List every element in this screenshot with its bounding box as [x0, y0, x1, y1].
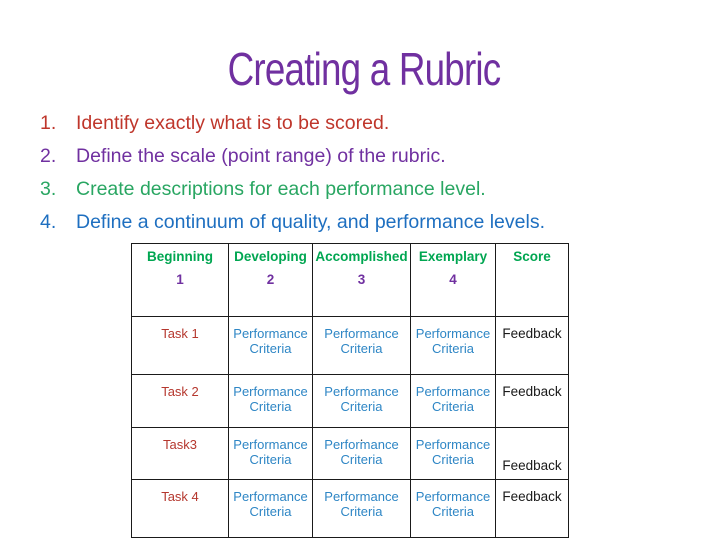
header-cell-beginning: Beginning 1 — [131, 243, 229, 317]
table-row: Task3 Performance Criteria . Performance… — [131, 427, 569, 480]
list-item: 3. Create descriptions for each performan… — [40, 179, 700, 199]
criteria-cell: Performance Criteria — [410, 374, 496, 428]
table-row: Task 4 Performance Criteria Performance … — [131, 479, 569, 538]
header-cell-accomplished: Accomplished 3 — [312, 243, 411, 317]
header-cell-score: Score — [495, 243, 569, 317]
header-points: 3 — [357, 272, 366, 287]
score-cell: Feedback — [495, 316, 569, 375]
criteria-cell: . Performance Criteria — [312, 427, 411, 480]
header-cell-developing: Developing 2 — [228, 243, 313, 317]
criteria-cell: Performance Criteria — [410, 427, 496, 480]
score-cell: Feedback — [495, 479, 569, 538]
header-label: Beginning — [147, 249, 213, 264]
list-item: 2. Define the scale (point range) of the … — [40, 146, 700, 166]
slide-title: Creating a Rubric — [227, 43, 502, 95]
step-number: 1. — [40, 112, 57, 134]
steps-list: 1. Identify exactly what is to be scored.… — [40, 113, 700, 245]
header-label: Accomplished — [315, 249, 408, 264]
table-row: Task 1 Performance Criteria Performance … — [131, 316, 569, 375]
criteria-cell: Performance Criteria — [312, 479, 411, 538]
criteria-cell: Performance Criteria — [228, 427, 313, 480]
list-item: 1. Identify exactly what is to be scored. — [40, 113, 700, 133]
task-cell: Task3 — [131, 427, 229, 480]
stray-dot: . — [359, 429, 364, 444]
task-cell: Task 1 — [131, 316, 229, 375]
criteria-cell: Performance Criteria — [228, 374, 313, 428]
score-cell: Feedback — [495, 374, 569, 428]
task-cell: Task 2 — [131, 374, 229, 428]
step-text: Create descriptions for each performance… — [76, 178, 486, 200]
step-text: Define a continuum of quality, and perfo… — [76, 211, 545, 233]
rubric-table: Beginning 1 Developing 2 Accomplished 3 … — [131, 243, 569, 538]
table-header-row: Beginning 1 Developing 2 Accomplished 3 … — [131, 243, 569, 317]
header-points: 1 — [176, 272, 184, 287]
step-text: Define the scale (point range) of the ru… — [76, 145, 446, 167]
step-number: 2. — [40, 145, 57, 167]
criteria-cell: Performance Criteria — [410, 316, 496, 375]
task-cell: Task 4 — [131, 479, 229, 538]
criteria-text: Performance Criteria — [324, 437, 399, 467]
step-text: Identify exactly what is to be scored. — [76, 112, 390, 134]
criteria-cell: Performance Criteria — [312, 316, 411, 375]
step-number: 4. — [40, 211, 57, 233]
header-label: Exemplary — [418, 249, 488, 264]
criteria-cell: Performance Criteria — [228, 479, 313, 538]
header-cell-exemplary: Exemplary 4 — [410, 243, 496, 317]
list-item: 4. Define a continuum of quality, and per… — [40, 212, 700, 232]
header-label: Developing — [234, 249, 307, 264]
score-cell: Feedback — [495, 427, 569, 480]
criteria-cell: Performance Criteria — [312, 374, 411, 428]
table-row: Task 2 Performance Criteria Performance … — [131, 374, 569, 428]
criteria-cell: Performance Criteria — [228, 316, 313, 375]
header-points: 4 — [449, 272, 457, 287]
header-points: 2 — [266, 272, 275, 287]
step-number: 3. — [40, 178, 57, 200]
criteria-cell: Performance Criteria — [410, 479, 496, 538]
header-label: Score — [513, 249, 551, 264]
